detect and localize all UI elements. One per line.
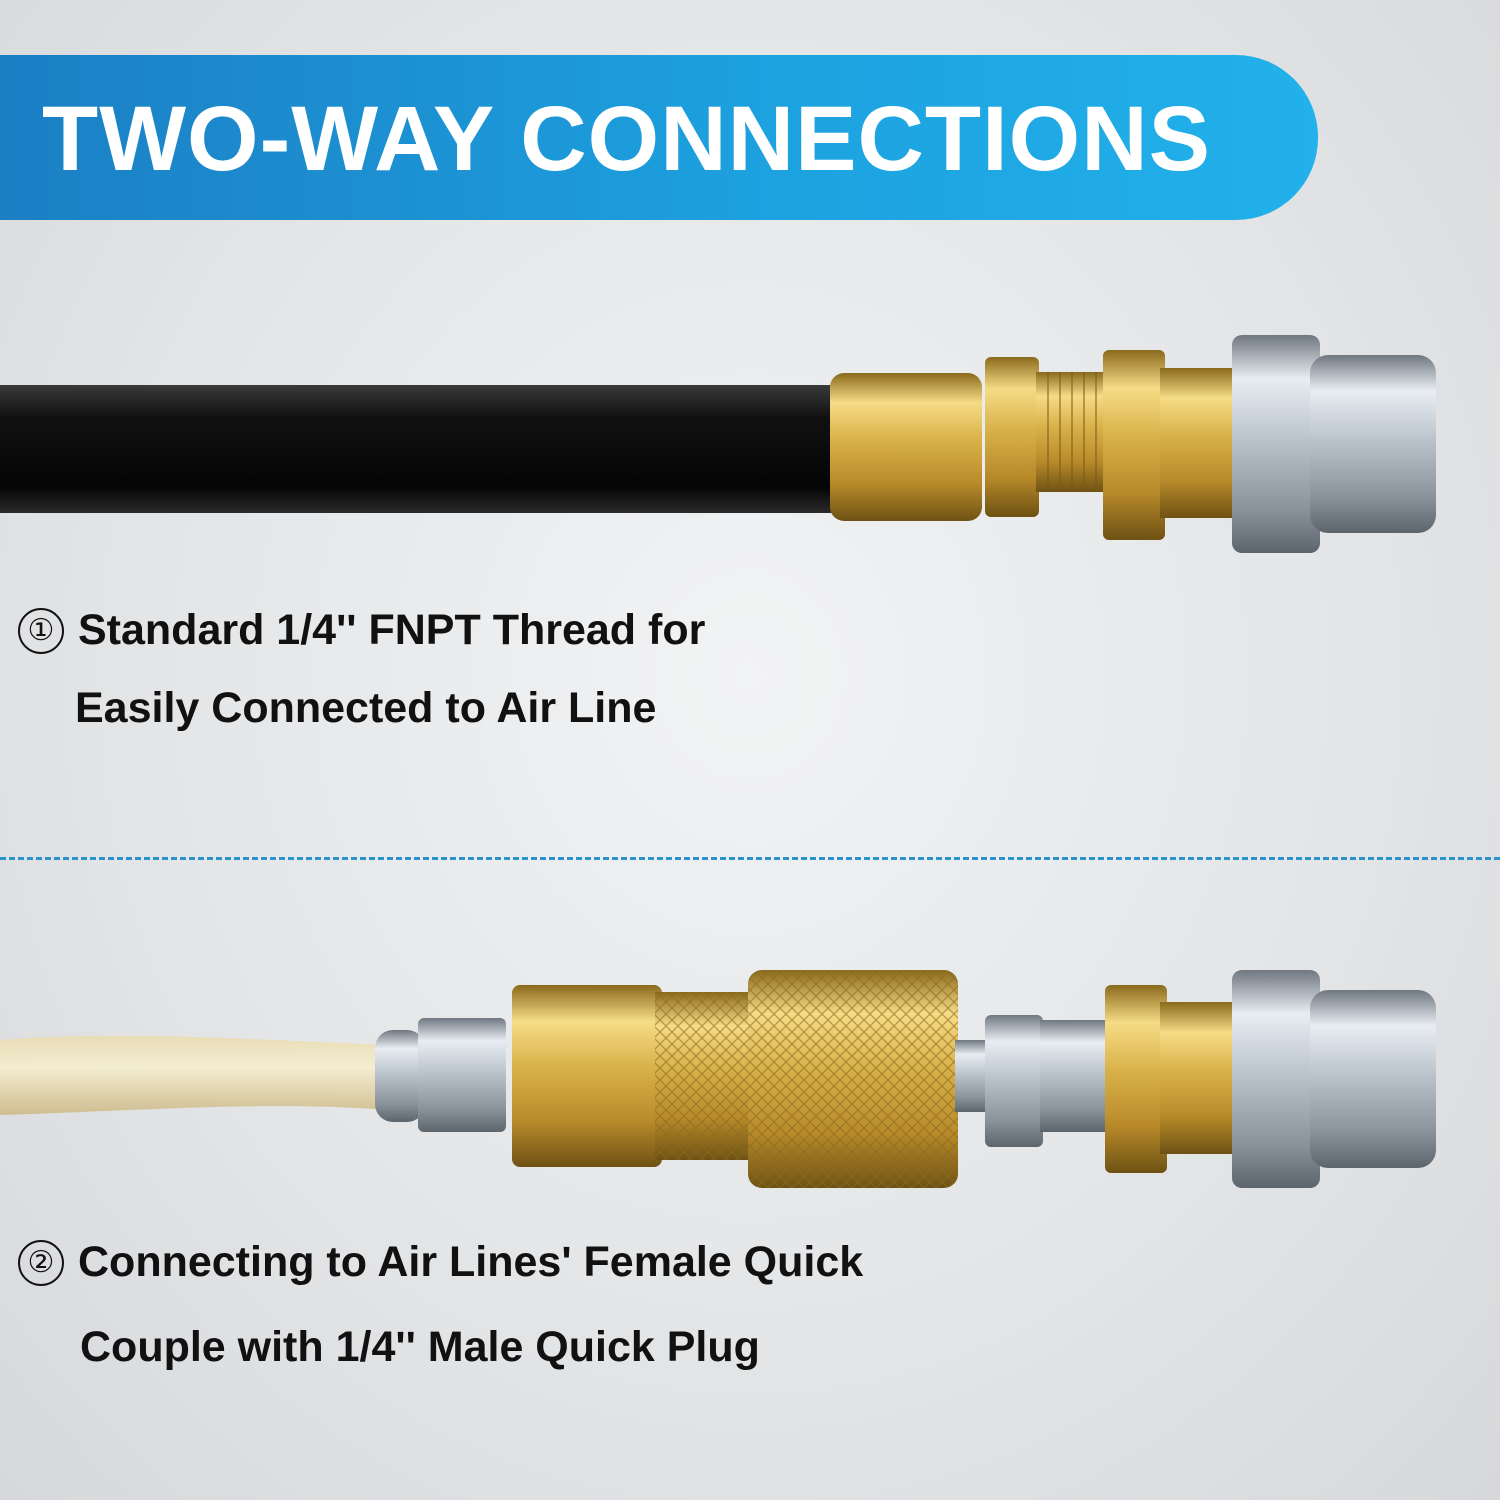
brass-hex-nut: [985, 357, 1039, 517]
brass-coupler-hex: [512, 985, 662, 1167]
steel-nut: [418, 1018, 506, 1132]
feature-2-line-2: Couple with 1/4'' Male Quick Plug: [80, 1323, 760, 1371]
feature-1-line-2: Easily Connected to Air Line: [75, 684, 657, 732]
page-title: TWO-WAY CONNECTIONS: [42, 88, 1212, 190]
number-badge-2: ②: [18, 1240, 64, 1286]
chrome-stem: [955, 1040, 990, 1112]
black-hose: [0, 385, 845, 513]
chrome-thread: [1040, 1020, 1112, 1132]
steel-crimp-sleeve: [375, 1030, 425, 1122]
steel-plug-body: [1310, 355, 1436, 533]
brass-collar-2: [1160, 1002, 1238, 1154]
title-banner: TWO-WAY CONNECTIONS: [0, 55, 1318, 220]
steel-plug-body-2: [1310, 990, 1436, 1168]
cream-hose: [0, 1035, 390, 1115]
steel-knurled-ring: [1232, 335, 1320, 553]
brass-ferrule: [830, 373, 982, 521]
steel-knurled-ring-2: [1232, 970, 1320, 1188]
brass-hex-body: [1103, 350, 1165, 540]
brass-collar: [1160, 368, 1238, 518]
section-divider: [0, 857, 1500, 860]
brass-hex-body-2: [1105, 985, 1167, 1173]
number-badge-1: ①: [18, 608, 64, 654]
chrome-hex: [985, 1015, 1043, 1147]
bottom-hose-fitting: [0, 970, 1436, 1188]
top-hose-fitting: [0, 335, 1436, 553]
